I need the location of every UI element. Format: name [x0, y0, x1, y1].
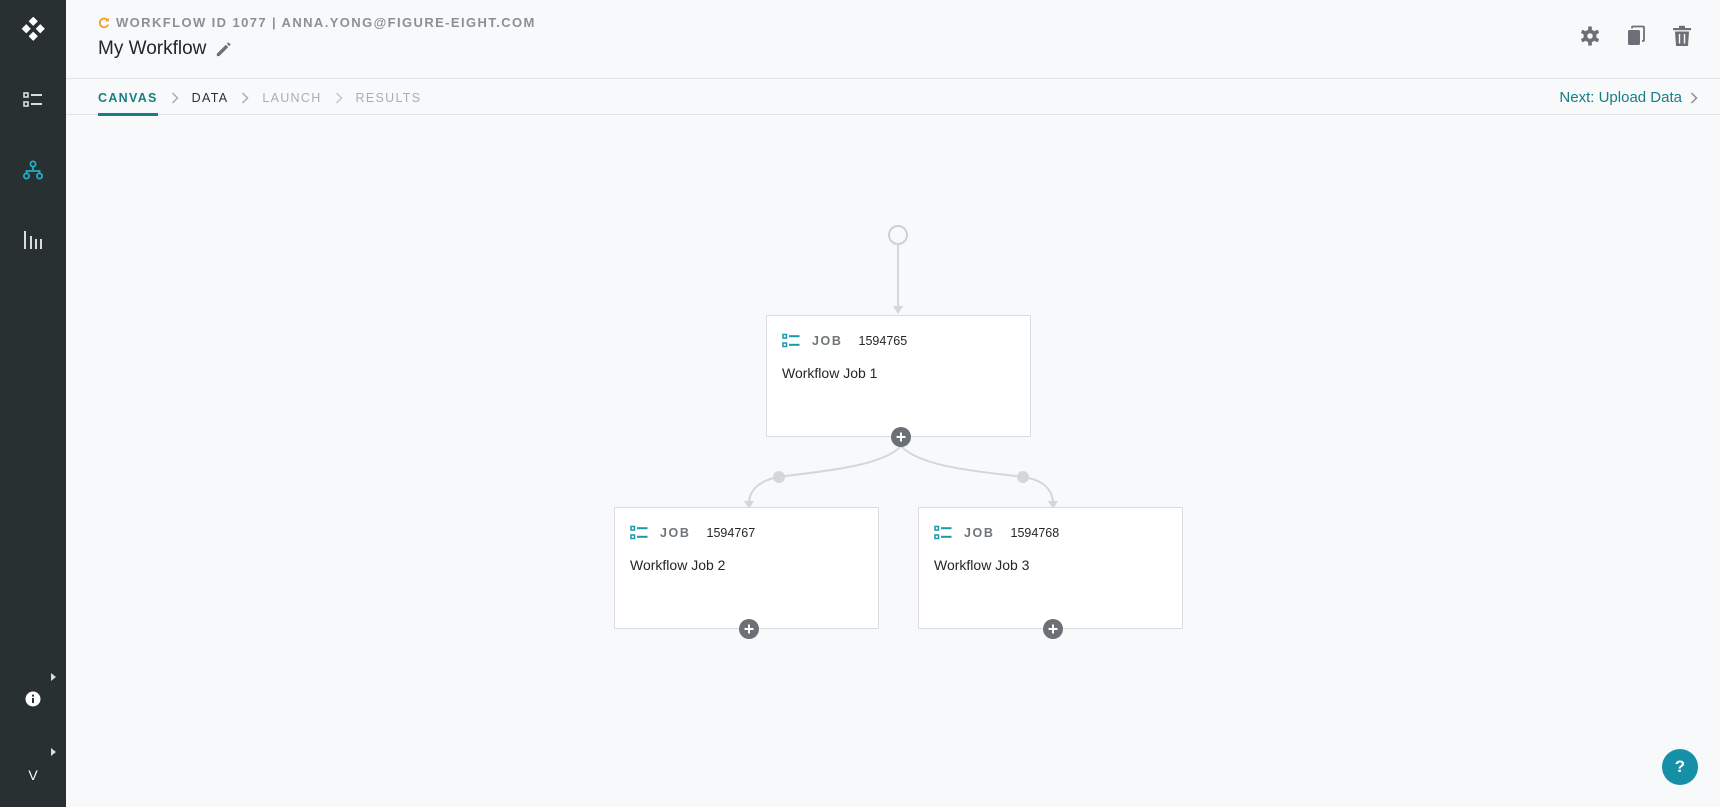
refresh-icon: [98, 17, 109, 28]
job-header: JOB 1594768: [934, 525, 1059, 541]
expand-caret-icon[interactable]: [50, 672, 58, 682]
info-icon: [25, 691, 41, 707]
job-type-label: JOB: [660, 526, 691, 540]
branch-node[interactable]: [1017, 471, 1029, 483]
next-step-link[interactable]: Next: Upload Data: [1559, 80, 1698, 115]
workflow-canvas: JOB 1594765 Workflow Job 1 JOB 1594767 W…: [66, 116, 1720, 807]
delete-button[interactable]: [1668, 22, 1696, 50]
settings-button[interactable]: [1576, 22, 1604, 50]
next-step-label: Next: Upload Data: [1559, 89, 1682, 106]
plus-icon: [1048, 624, 1058, 634]
logo[interactable]: [0, 5, 66, 53]
help-button[interactable]: ?: [1662, 749, 1698, 785]
tab-bar: CANVAS DATA LAUNCH RESULTS Next: Upload …: [66, 80, 1720, 116]
tab-results: RESULTS: [355, 91, 422, 105]
chevron-right-icon: [158, 91, 192, 104]
workflow-connections: [744, 225, 1058, 509]
job-list-icon: [630, 525, 648, 540]
gear-icon: [1581, 26, 1599, 46]
page-title: My Workflow: [98, 38, 207, 59]
job-id: 1594767: [706, 526, 756, 540]
plus-icon: [744, 624, 754, 634]
job-id: 1594765: [858, 334, 908, 348]
list-icon: [23, 92, 42, 107]
job-type-label: JOB: [812, 334, 843, 348]
workflow-tree-icon: [23, 160, 43, 180]
pencil-icon[interactable]: [214, 40, 233, 59]
header-actions: [1576, 22, 1696, 50]
bar-chart-icon: [24, 231, 42, 249]
chevron-right-icon: [322, 91, 356, 104]
job-list-icon: [934, 525, 952, 540]
tabs: CANVAS DATA LAUNCH RESULTS: [98, 80, 422, 116]
job-name: Workflow Job 1: [782, 365, 878, 381]
expand-caret-icon[interactable]: [50, 747, 58, 757]
start-node[interactable]: [888, 225, 908, 245]
sidebar-item-workflows[interactable]: [0, 146, 66, 194]
sidebar-item-jobs[interactable]: [0, 76, 66, 124]
chevron-right-icon: [1690, 91, 1698, 104]
trash-icon: [1673, 25, 1691, 46]
tab-canvas[interactable]: CANVAS: [98, 80, 158, 116]
plus-icon: [896, 432, 906, 442]
sidebar-item-info[interactable]: [0, 675, 66, 723]
job-header: JOB 1594767: [630, 525, 755, 541]
connector-arrow: [893, 306, 903, 314]
copy-button[interactable]: [1622, 22, 1650, 50]
job-id: 1594768: [1010, 526, 1060, 540]
branch-node[interactable]: [773, 471, 785, 483]
job-card[interactable]: JOB 1594768 Workflow Job 3: [918, 507, 1183, 629]
user-avatar[interactable]: V: [0, 751, 66, 799]
header: WORKFLOW ID 1077 | ANNA.YONG@FIGURE-EIGH…: [66, 0, 1720, 79]
user-initial: V: [28, 767, 38, 783]
tab-launch: LAUNCH: [262, 91, 322, 105]
connector-line: [748, 445, 902, 505]
workflow-meta-text: WORKFLOW ID 1077 | ANNA.YONG@FIGURE-EIGH…: [116, 15, 536, 30]
add-step-button[interactable]: [1043, 619, 1063, 639]
job-card[interactable]: JOB 1594767 Workflow Job 2: [614, 507, 879, 629]
workflow-meta: WORKFLOW ID 1077 | ANNA.YONG@FIGURE-EIGH…: [98, 15, 536, 30]
add-step-button[interactable]: [739, 619, 759, 639]
job-type-label: JOB: [964, 526, 995, 540]
job-list-icon: [782, 333, 800, 348]
connector-arrow: [1048, 501, 1058, 509]
job-name: Workflow Job 2: [630, 557, 726, 573]
connector-line: [900, 445, 1054, 505]
title-row: My Workflow: [98, 38, 233, 60]
diamond-logo-icon: [21, 17, 45, 41]
job-header: JOB 1594765: [782, 333, 907, 349]
sidebar-item-reports[interactable]: [0, 216, 66, 264]
job-name: Workflow Job 3: [934, 557, 1030, 573]
add-step-button[interactable]: [891, 427, 911, 447]
sidebar: V: [0, 0, 66, 807]
chevron-right-icon: [228, 91, 262, 104]
tab-data[interactable]: DATA: [191, 91, 229, 105]
connector-arrow: [744, 501, 754, 509]
job-card[interactable]: JOB 1594765 Workflow Job 1: [766, 315, 1031, 437]
copy-icon: [1628, 25, 1645, 45]
